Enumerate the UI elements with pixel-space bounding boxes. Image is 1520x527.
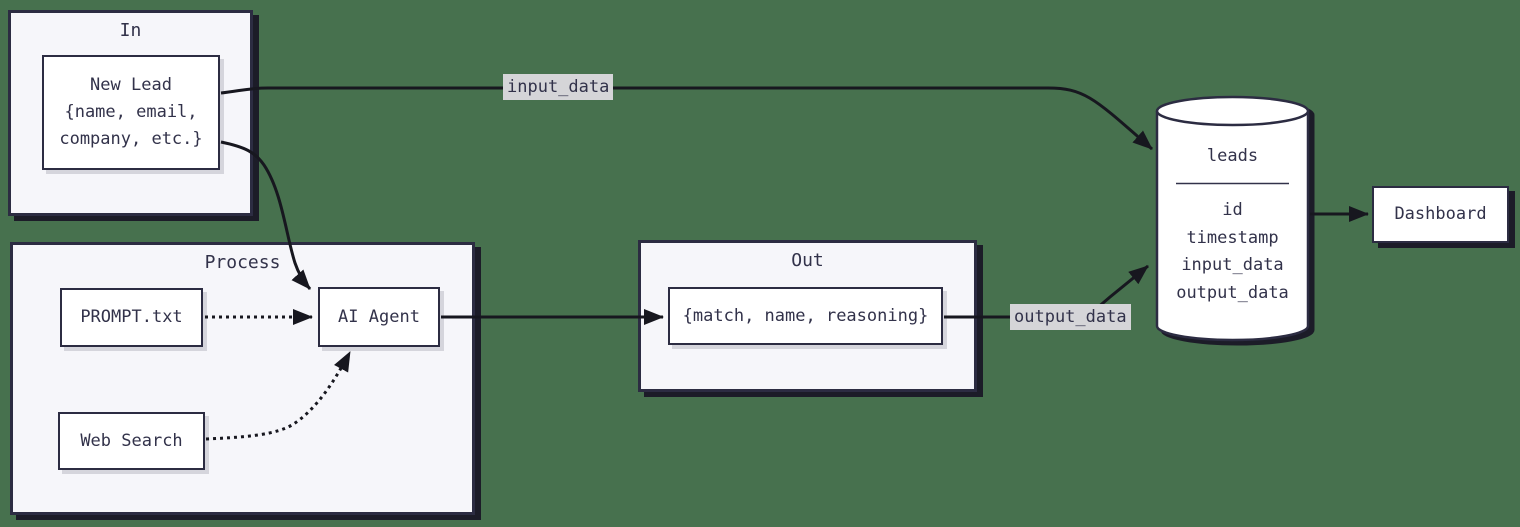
database-fields: id timestamp input_data output_data — [1157, 197, 1308, 307]
node-new-lead: New Lead {name, email, company, etc.} — [42, 55, 220, 170]
container-process: Process — [10, 242, 475, 515]
web-search-label: Web Search — [80, 430, 183, 451]
edge-label-output-data: output_data — [1010, 304, 1131, 330]
new-lead-line1: New Lead — [90, 75, 172, 95]
dashboard-label: Dashboard — [1394, 204, 1487, 224]
container-process-title: Process — [204, 252, 281, 273]
node-ai-agent: AI Agent — [318, 287, 440, 347]
node-prompt-file: PROMPT.txt — [60, 288, 203, 347]
database-field-output-data: output_data — [1176, 282, 1289, 303]
out-schema-label: {match, name, reasoning} — [682, 305, 929, 326]
new-lead-line2: {name, email, — [64, 102, 198, 122]
edge-new-lead-to-leads — [220, 86, 1153, 151]
node-dashboard: Dashboard — [1372, 186, 1509, 243]
ai-agent-label: AI Agent — [338, 306, 420, 327]
container-in-title: In — [119, 20, 142, 41]
prompt-file-label: PROMPT.txt — [80, 307, 183, 327]
database-field-input-data: input_data — [1181, 255, 1284, 275]
edge-label-input-data: input_data — [503, 74, 614, 100]
database-field-id: id — [1222, 200, 1243, 220]
new-lead-line3: company, etc.} — [59, 129, 203, 149]
database-title: leads — [1206, 146, 1259, 166]
container-out-title: Out — [791, 250, 824, 271]
node-out-schema: {match, name, reasoning} — [668, 287, 943, 345]
node-web-search: Web Search — [58, 412, 205, 470]
database-field-timestamp: timestamp — [1186, 227, 1279, 248]
